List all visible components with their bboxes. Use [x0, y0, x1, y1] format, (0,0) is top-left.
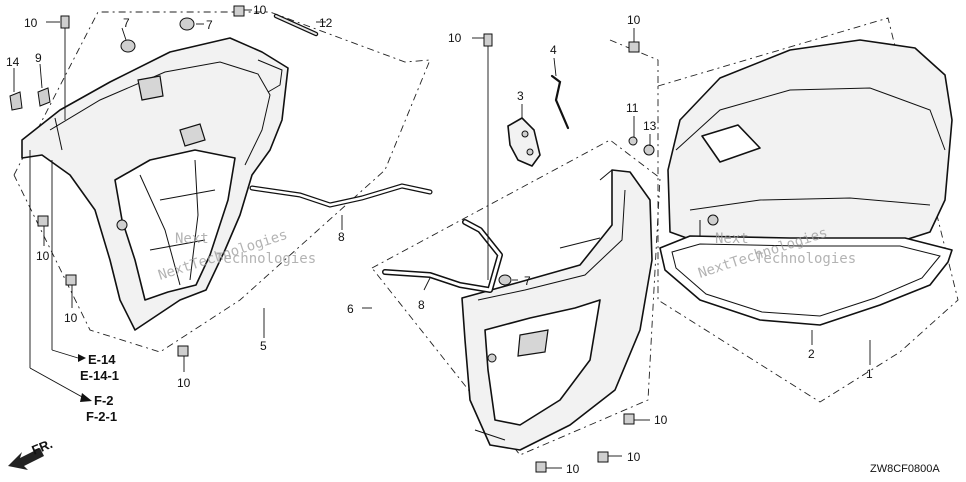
arrow-left-down-icon [8, 448, 44, 470]
flange-bolt-icon [623, 413, 635, 425]
watermark-text: Technologies [755, 251, 856, 267]
flange-bolt-icon [597, 451, 609, 463]
label-nut: 13 [643, 119, 657, 133]
ref-f2-1: F-2-1 [86, 409, 117, 424]
washer-icon [628, 136, 638, 146]
front-under-case [461, 169, 653, 451]
grommet-icon [120, 39, 136, 53]
label-spring: 4 [550, 43, 557, 57]
flange-bolt-icon [535, 461, 547, 473]
label-seal-rubber: 2 [808, 347, 815, 361]
diagram-code: ZW8CF0800A [870, 463, 940, 475]
label-bolt: 10 [177, 376, 191, 390]
plug-icon [37, 87, 51, 107]
label-lever: 8 [418, 298, 425, 312]
label-grommet: 7 [123, 16, 130, 30]
pin [273, 13, 319, 37]
label-cover-assy: 1 [866, 367, 873, 381]
label-bolt: 10 [64, 311, 78, 325]
flange-bolt-icon [628, 41, 640, 53]
grommet-icon [179, 17, 195, 31]
nut-icon [643, 144, 655, 156]
label-bolt: 10 [448, 31, 462, 45]
label-pin: 12 [319, 16, 333, 30]
grommet-icon [498, 274, 512, 286]
label-bolt: 10 [36, 249, 50, 263]
lever-rod-rear [249, 183, 433, 208]
label-washer: 11 [626, 101, 639, 115]
label-bolt: 10 [253, 3, 267, 17]
reference-labels: E-14 E-14-1 F-2 F-2-1 [80, 352, 119, 424]
front-arrow: FR. [8, 436, 55, 470]
label-clip: 14 [6, 55, 20, 69]
label-bolt: 10 [654, 413, 668, 427]
label-hook: 3 [517, 89, 524, 103]
bolts [37, 5, 640, 473]
front-label: FR. [30, 436, 55, 458]
label-bolt: 10 [566, 462, 580, 476]
watermark-text: Next [175, 231, 209, 247]
ref-e14-1: E-14-1 [80, 368, 119, 383]
label-bolt: 10 [627, 450, 641, 464]
label-under-case-front: 6 [347, 302, 354, 316]
arrow-head-icon [80, 393, 92, 402]
watermark-text: Next [715, 231, 749, 247]
leader-lines [13, 9, 871, 469]
ref-e14: E-14 [88, 352, 116, 367]
label-under-case-rear: 5 [260, 339, 267, 353]
flange-bolt-icon [65, 274, 77, 286]
flange-bolt-icon [177, 345, 189, 357]
label-bolt: 10 [627, 13, 641, 27]
flange-bolt-icon [483, 33, 493, 47]
rear-under-case [21, 37, 289, 331]
flange-bolt-icon [233, 5, 245, 17]
engine-cover [667, 39, 953, 256]
flange-bolt-icon [60, 15, 70, 29]
seal-rubber [659, 235, 953, 326]
label-plug: 9 [35, 51, 42, 65]
spring [550, 74, 570, 130]
hook-bracket [507, 117, 541, 167]
ref-f2: F-2 [94, 393, 114, 408]
label-grommet: 7 [524, 274, 531, 288]
watermark-text: Technologies [215, 251, 316, 267]
flange-bolt-icon [37, 215, 49, 227]
label-lever: 8 [338, 230, 345, 244]
label-bolt: 10 [24, 16, 38, 30]
label-grommet: 7 [206, 18, 213, 32]
arrow-head-icon [78, 354, 86, 362]
part-labels: 10 7 7 10 12 14 9 10 4 3 10 11 13 10 8 1… [6, 3, 873, 476]
clip-icon [9, 91, 23, 111]
lever-front [382, 219, 503, 293]
